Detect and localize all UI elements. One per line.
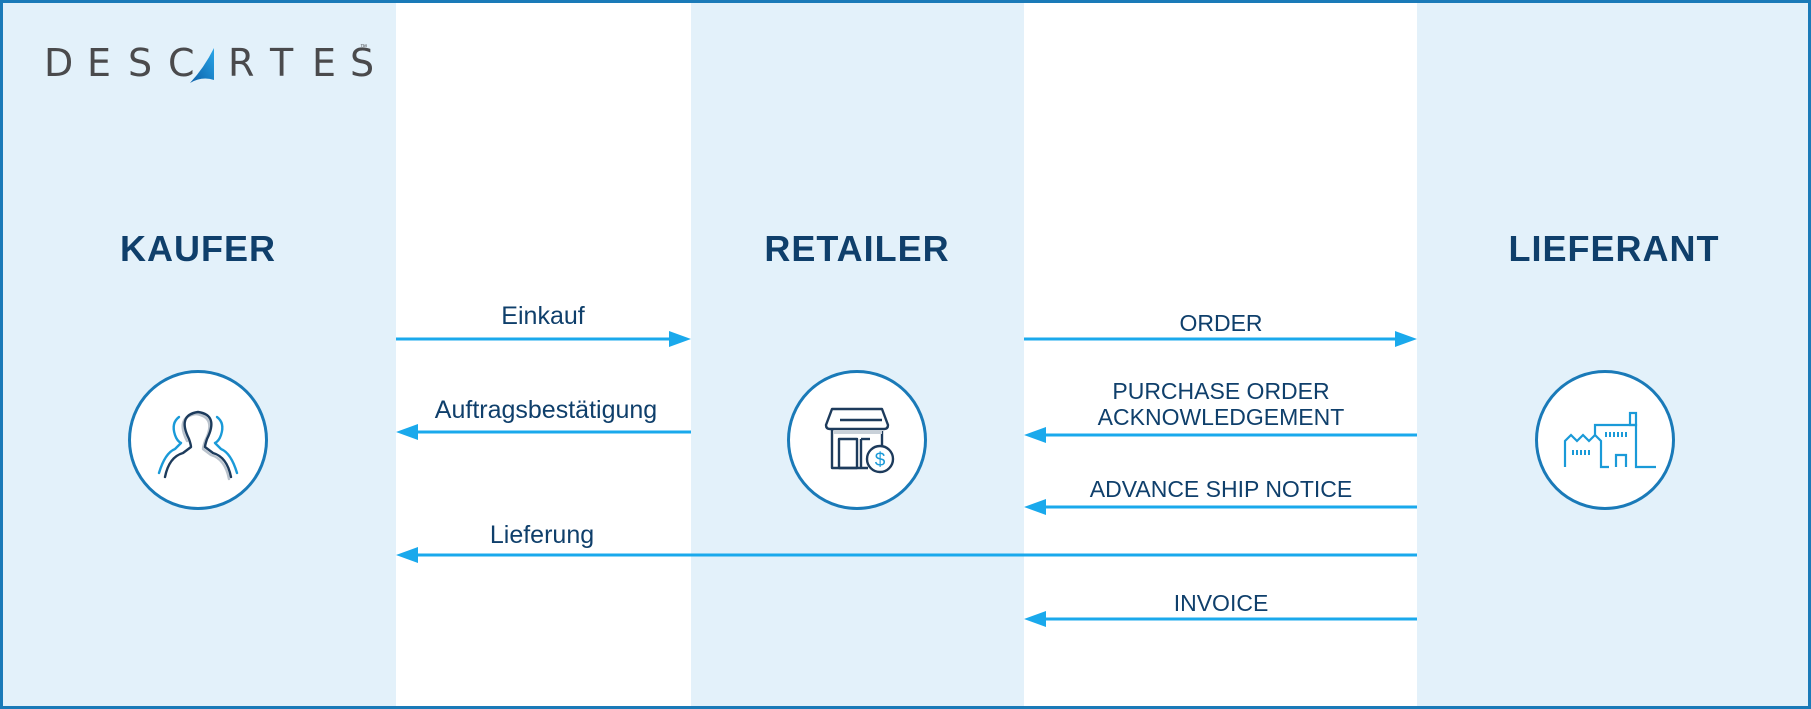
kaufer-column [0, 0, 396, 709]
logo-letter: S [350, 41, 375, 85]
gap-column-1 [396, 0, 691, 709]
flow-label-lieferung: Lieferung [489, 521, 595, 549]
kaufer-icon-circle [128, 370, 268, 510]
logo-letter: T [270, 41, 294, 85]
flow-label-order: ORDER [1179, 310, 1263, 336]
logo-letter: E [87, 41, 112, 85]
logo-letter: D [44, 41, 74, 85]
logo-letter: R [228, 41, 255, 85]
retailer-icon-circle: $ [787, 370, 927, 510]
store-dollar-icon: $ [824, 407, 895, 474]
logo-letter: C [168, 41, 195, 85]
buyer-group-icon [157, 410, 239, 481]
svg-text:$: $ [875, 450, 886, 471]
flow-label-auftragsbestaetigung: Auftragsbestätigung [434, 396, 658, 424]
logo-letter: S [128, 41, 153, 85]
descartes-logo: D E S C R T E S [44, 40, 374, 86]
trademark-symbol: ™ [360, 44, 367, 51]
kaufer-title: KAUFER [120, 228, 276, 269]
lieferant-icon-circle [1535, 370, 1675, 510]
sail-icon [190, 48, 214, 83]
flow-label-asn: ADVANCE SHIP NOTICE [1089, 476, 1353, 502]
flow-label-po-ack-line2: ACKNOWLEDGEMENT [1097, 404, 1345, 430]
retailer-column [691, 0, 1024, 709]
factory-icon [1563, 411, 1656, 469]
logo-letter: E [312, 41, 337, 85]
lieferant-column [1417, 0, 1811, 709]
flow-label-einkauf: Einkauf [501, 302, 585, 330]
flow-label-po-ack-line1: PURCHASE ORDER [1112, 378, 1330, 404]
retailer-title: RETAILER [764, 228, 950, 269]
flow-label-po-ack: PURCHASE ORDER ACKNOWLEDGEMENT [1098, 378, 1345, 430]
flow-label-invoice: INVOICE [1173, 590, 1269, 616]
lieferant-title: LIEFERANT [1508, 228, 1720, 269]
gap-column-2 [1024, 0, 1417, 709]
